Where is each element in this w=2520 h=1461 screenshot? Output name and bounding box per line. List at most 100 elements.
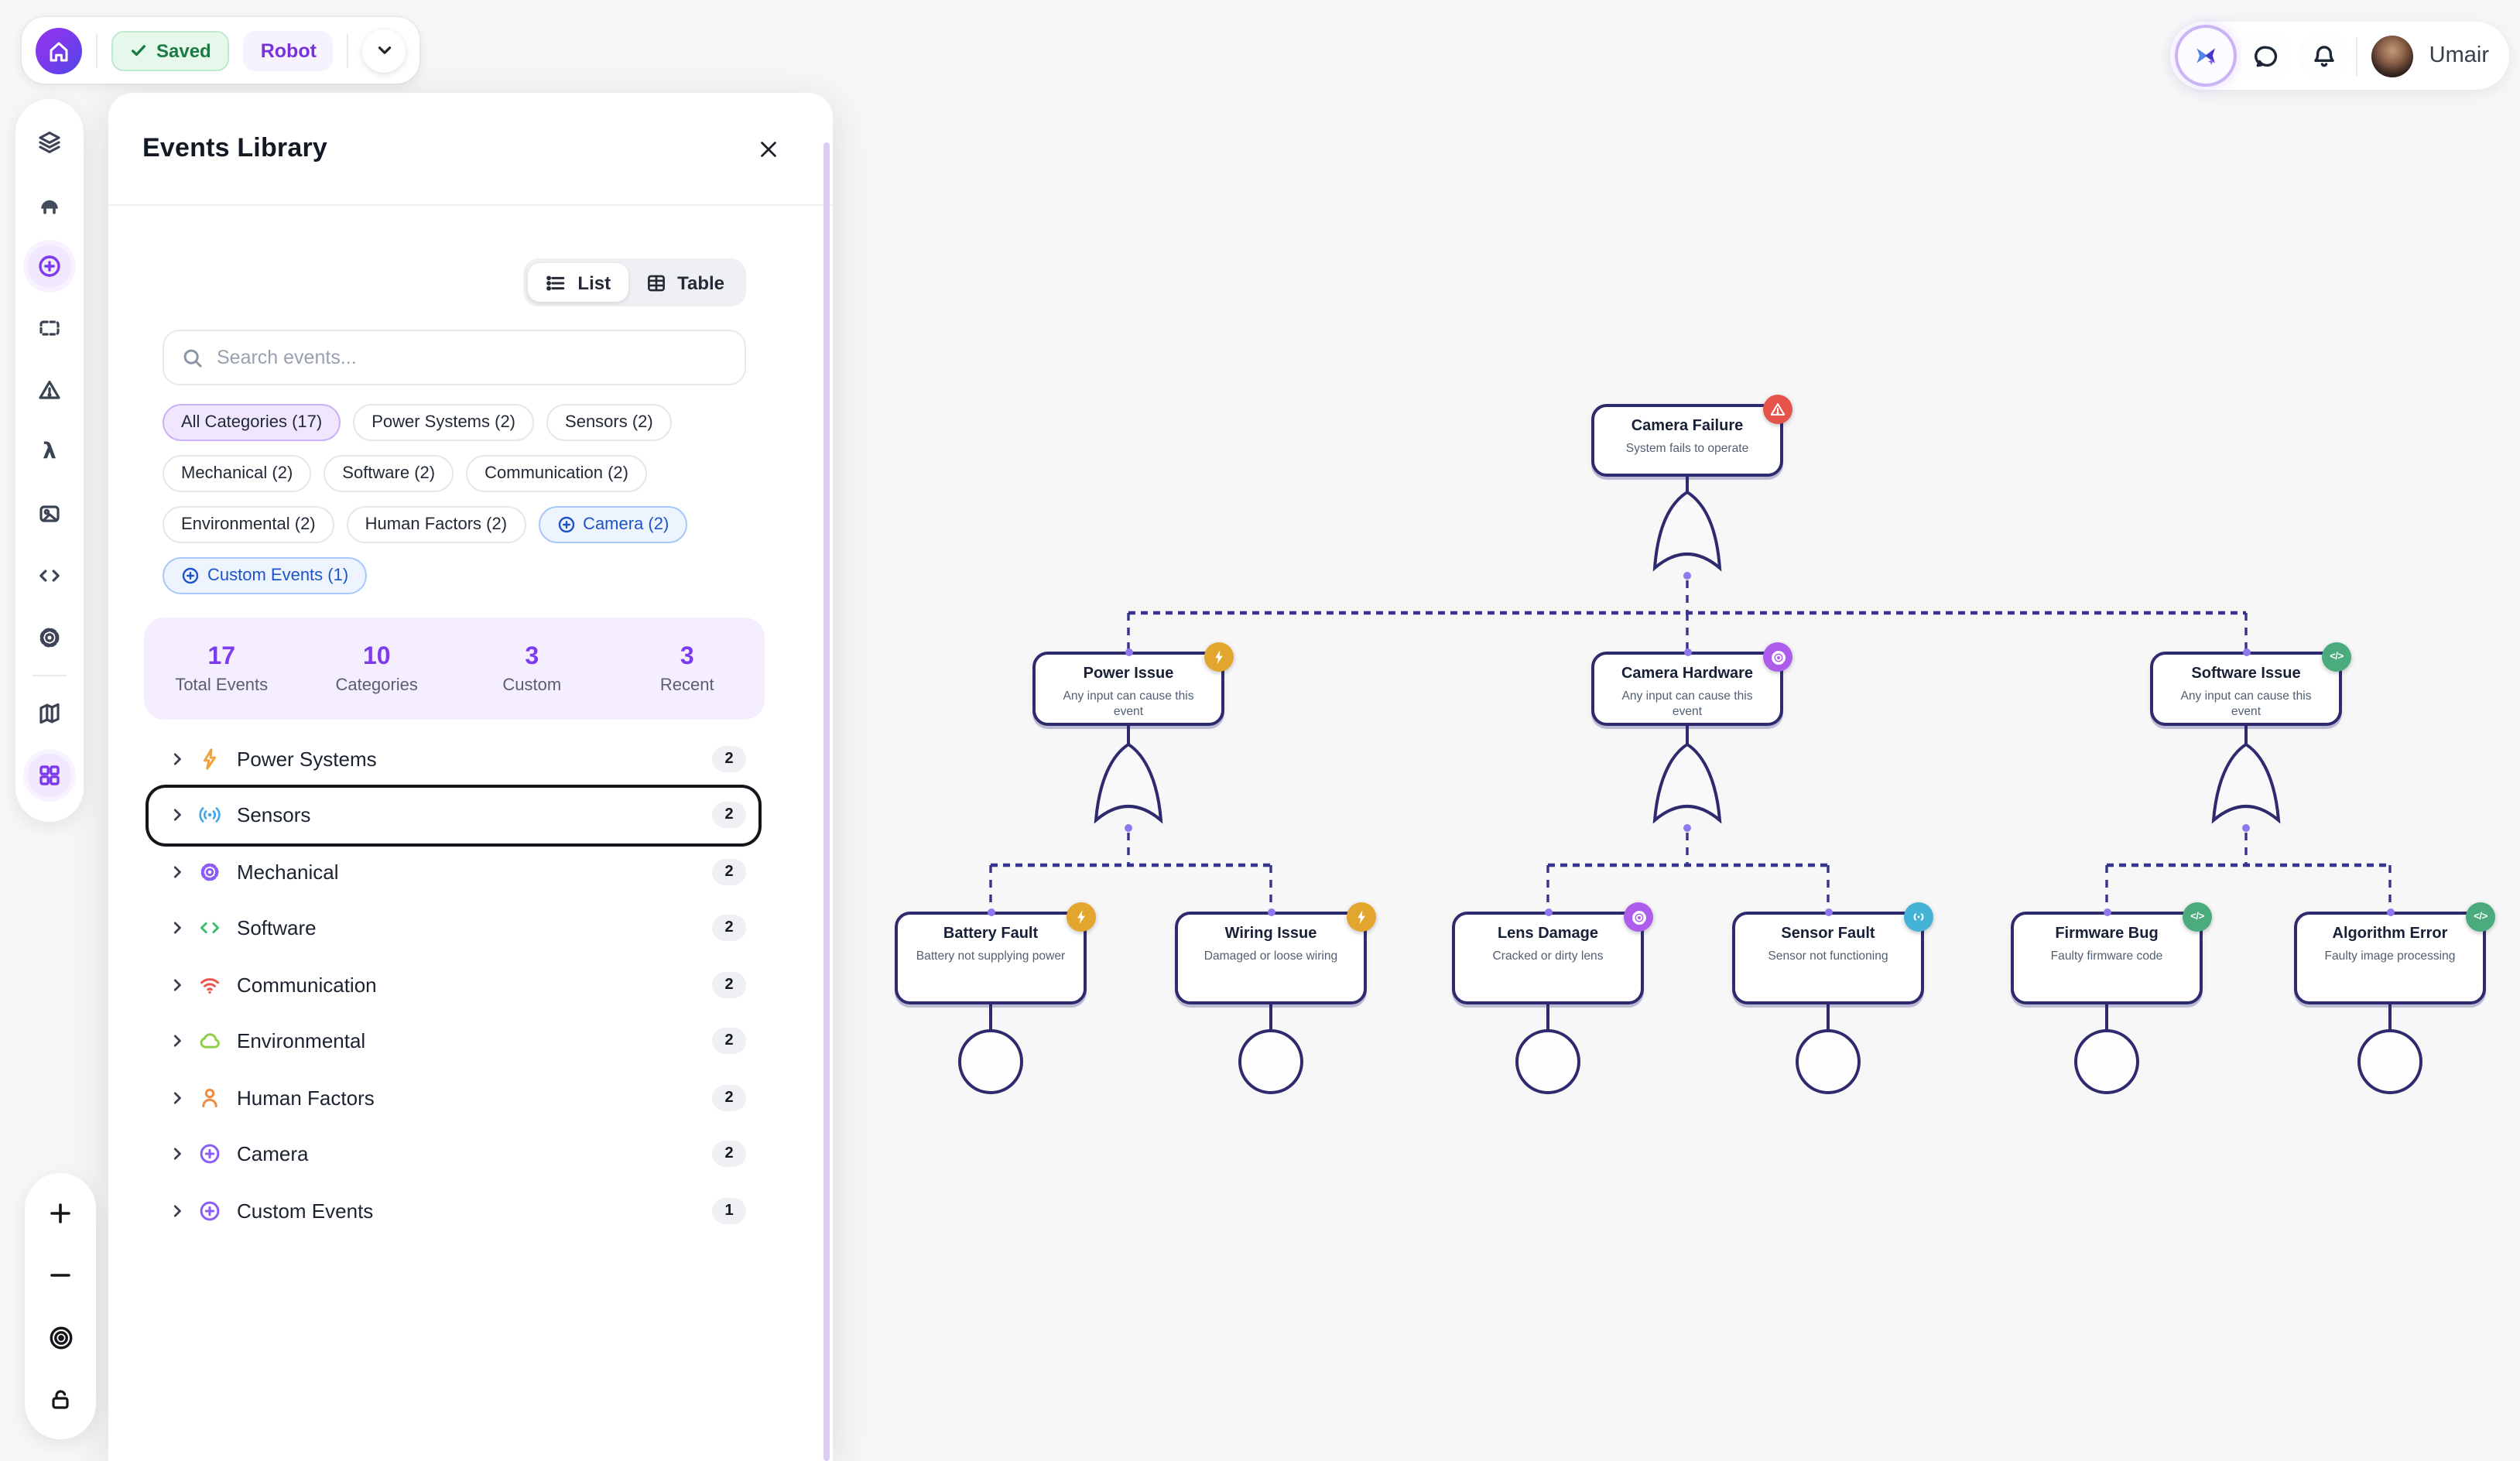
chevron-right-icon	[173, 809, 181, 822]
node-title: Firmware Bug	[2055, 926, 2159, 943]
canvas-controls	[25, 1173, 96, 1439]
tree-node-software-issue[interactable]: Software Issue Any input can cause this …	[2150, 642, 2351, 726]
image-icon	[39, 505, 60, 522]
category-row-communication[interactable]: Communication 2	[149, 956, 758, 1013]
panel-scrollbar[interactable]	[823, 142, 830, 1461]
gear-icon	[200, 863, 218, 881]
category-row-human-factors[interactable]: Human Factors 2	[149, 1069, 758, 1126]
user-avatar[interactable]	[2371, 35, 2414, 77]
chevron-right-icon	[173, 1204, 181, 1217]
sidebar-item-code[interactable]	[19, 545, 80, 607]
chip-all-categories[interactable]: All Categories (17)	[163, 404, 341, 441]
lock-toggle-button[interactable]	[29, 1368, 91, 1430]
plus-icon	[50, 1203, 70, 1223]
chevron-right-icon	[173, 1091, 181, 1104]
search-input[interactable]	[217, 347, 728, 368]
category-row-custom-events[interactable]: Custom Events 1	[149, 1182, 758, 1239]
tree-node-wiring-issue[interactable]: Wiring Issue Damaged or loose wiring	[1175, 902, 1376, 1004]
node-subtitle: Sensor not functioning	[1768, 949, 1888, 963]
node-title: Camera Failure	[1631, 418, 1744, 435]
zoom-out-button[interactable]	[29, 1244, 91, 1306]
sidebar-item-lambda[interactable]: λ	[19, 421, 80, 483]
category-row-power-systems[interactable]: Power Systems 2	[149, 730, 758, 787]
tree-node-battery-fault[interactable]: Battery Fault Battery not supplying powe…	[895, 902, 1096, 1004]
chip-environmental[interactable]: Environmental (2)	[163, 506, 334, 543]
ai-assistant-button[interactable]	[2178, 28, 2234, 84]
category-row-mechanical[interactable]: Mechanical 2	[149, 843, 758, 900]
sidebar-item-map[interactable]	[19, 683, 80, 744]
category-row-environmental[interactable]: Environmental 2	[149, 1013, 758, 1069]
close-panel-button[interactable]	[757, 137, 780, 160]
zoom-in-button[interactable]	[29, 1182, 91, 1244]
lightning-icon	[202, 748, 216, 770]
toolbar-expand-button[interactable]	[362, 29, 406, 72]
chip-custom-events[interactable]: Custom Events (1)	[163, 557, 368, 594]
category-filter-chips: All Categories (17) Power Systems (2) Se…	[163, 404, 754, 594]
chip-software[interactable]: Software (2)	[324, 455, 454, 492]
node-subtitle: System fails to operate	[1625, 441, 1749, 455]
code-icon	[39, 570, 60, 582]
chevron-right-icon	[173, 1148, 181, 1161]
sidebar-item-warnings[interactable]	[19, 359, 80, 421]
chip-mechanical[interactable]: Mechanical (2)	[163, 455, 312, 492]
tree-node-firmware-bug[interactable]: Firmware Bug Faulty firmware code </>	[2011, 902, 2212, 1004]
lambda-icon: λ	[43, 440, 56, 464]
target-icon	[49, 1326, 72, 1349]
sidebar-item-settings[interactable]	[19, 607, 80, 669]
tree-node-power-issue[interactable]: Power Issue Any input can cause this eve…	[1032, 642, 1234, 726]
node-subtitle: Faulty firmware code	[2050, 949, 2163, 963]
node-title: Power Issue	[1083, 665, 1174, 683]
chat-button[interactable]	[2241, 31, 2292, 80]
divider	[33, 675, 67, 676]
tree-node-lens-damage[interactable]: Lens Damage Cracked or dirty lens	[1452, 902, 1653, 1004]
divider	[2356, 36, 2358, 75]
tree-node-sensor-fault[interactable]: Sensor Fault Sensor not functioning	[1732, 902, 1933, 1004]
sidebar-item-select[interactable]	[19, 297, 80, 359]
home-button[interactable]	[36, 27, 82, 74]
search-icon	[183, 348, 202, 367]
sidebar-item-add-event[interactable]	[19, 235, 80, 297]
chip-human-factors[interactable]: Human Factors (2)	[346, 506, 526, 543]
unlock-icon	[52, 1390, 69, 1409]
chip-power-systems[interactable]: Power Systems (2)	[353, 404, 535, 441]
tree-node-algorithm-error[interactable]: Algorithm Error Faulty image processing …	[2294, 902, 2495, 1004]
divider	[96, 33, 98, 67]
chip-sensors[interactable]: Sensors (2)	[546, 404, 672, 441]
node-title: Camera Hardware	[1621, 665, 1754, 683]
view-toggle-list[interactable]: List	[528, 263, 628, 302]
tree-node-camera-failure[interactable]: Camera Failure System fails to operate	[1591, 395, 1792, 477]
cloud-icon	[199, 1033, 219, 1049]
category-count-badge: 1	[712, 1197, 746, 1224]
table-icon	[647, 274, 665, 291]
chip-communication[interactable]: Communication (2)	[466, 455, 647, 492]
signal-icon	[198, 807, 220, 823]
plus-circle-icon	[39, 255, 60, 277]
code-badge-icon: </>	[2322, 642, 2351, 672]
category-count-badge: 2	[712, 915, 746, 942]
panel-body: List Table All Categories (17) Power Sys…	[108, 258, 833, 1239]
tree-node-camera-hardware[interactable]: Camera Hardware Any input can cause this…	[1591, 642, 1792, 726]
category-row-sensors[interactable]: Sensors 2	[149, 787, 758, 843]
chip-camera[interactable]: Camera (2)	[538, 506, 688, 543]
sidebar-item-library[interactable]	[19, 744, 80, 806]
notifications-button[interactable]	[2299, 31, 2349, 80]
view-toggle-table[interactable]: Table	[628, 263, 741, 302]
sidebar-item-image[interactable]	[19, 483, 80, 545]
node-subtitle: Damaged or loose wiring	[1204, 949, 1338, 963]
sidebar-item-layers[interactable]	[19, 111, 80, 173]
category-row-camera[interactable]: Camera 2	[149, 1126, 758, 1182]
panel-header: Events Library	[108, 93, 833, 206]
chat-bubble-icon	[2254, 45, 2277, 67]
node-subtitle: Any input can cause this event	[1621, 689, 1753, 718]
sidebar-item-gate[interactable]	[19, 173, 80, 235]
user-toolbar: Umair	[2170, 22, 2509, 90]
robot-mode-badge[interactable]: Robot	[243, 30, 334, 70]
fit-view-button[interactable]	[29, 1306, 91, 1368]
category-row-software[interactable]: Software 2	[149, 900, 758, 956]
